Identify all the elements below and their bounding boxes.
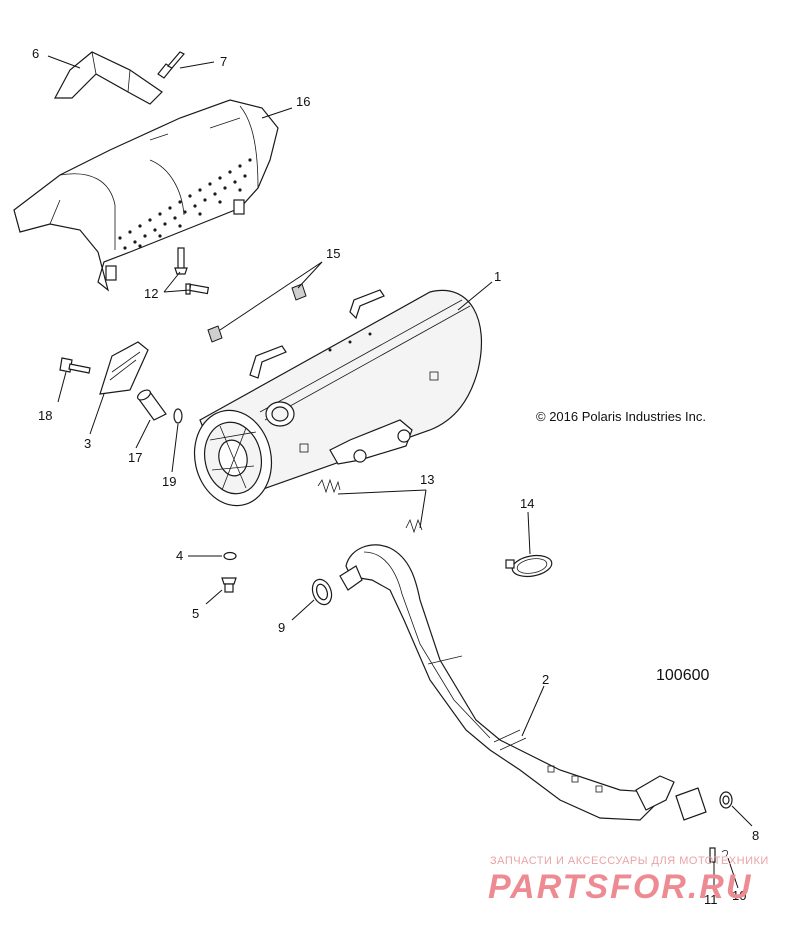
part-14-clamp xyxy=(505,554,553,578)
watermark-tagline: ЗАПЧАСТИ И АКСЕССУАРЫ ДЛЯ МОТОТЕХНИКИ xyxy=(490,855,769,867)
callout-6: 6 xyxy=(32,46,39,61)
callout-5: 5 xyxy=(192,606,199,621)
part-10-11-studs xyxy=(709,847,729,863)
part-5-bolt xyxy=(221,577,237,593)
part-12-bolts xyxy=(174,247,210,295)
heat-shield-perforations xyxy=(118,158,252,250)
callout-16: 16 xyxy=(296,94,310,109)
part-3-plate xyxy=(99,341,149,395)
callout-17: 17 xyxy=(128,450,142,465)
callout-3: 3 xyxy=(84,436,91,451)
callout-4: 4 xyxy=(176,548,183,563)
watermark: ЗАПЧАСТИ И АКСЕССУАРЫ ДЛЯ МОТОТЕХНИКИ PA… xyxy=(488,855,769,906)
figure-number: 100600 xyxy=(656,667,709,684)
part-9-gasket xyxy=(311,578,333,606)
part-19-washer xyxy=(173,408,183,424)
part-7-bolt xyxy=(157,51,185,79)
callout-9: 9 xyxy=(278,620,285,635)
callout-18: 18 xyxy=(38,408,52,423)
callout-7: 7 xyxy=(220,54,227,69)
callout-10: 10 xyxy=(732,888,746,903)
part-4-washer xyxy=(223,551,237,561)
part-1-muffler xyxy=(193,289,482,507)
callout-13: 13 xyxy=(420,472,434,487)
callout-1: 1 xyxy=(494,269,501,284)
callout-14: 14 xyxy=(520,496,534,511)
part-17-spacer xyxy=(137,389,167,421)
part-2-head-pipe xyxy=(339,544,707,821)
callout-labels: 6 7 16 15 1 12 18 3 17 19 © 2016 Polaris… xyxy=(32,46,759,907)
part-6-bracket xyxy=(53,51,163,105)
copyright-notice: © 2016 Polaris Industries Inc. xyxy=(536,409,706,424)
callout-11: 11 xyxy=(704,892,718,907)
part-13-springs xyxy=(317,478,423,534)
watermark-logo: PARTSFOR.RU xyxy=(488,868,752,906)
part-15-clips xyxy=(207,283,307,343)
callout-8: 8 xyxy=(752,828,759,843)
part-16-heat-shield xyxy=(13,99,279,292)
part-8-gasket xyxy=(719,791,733,809)
part-18-bolt xyxy=(59,357,91,374)
callout-12: 12 xyxy=(144,286,158,301)
callout-15: 15 xyxy=(326,246,340,261)
leader-lines xyxy=(47,55,753,890)
callout-19: 19 xyxy=(162,474,176,489)
callout-2: 2 xyxy=(542,672,549,687)
